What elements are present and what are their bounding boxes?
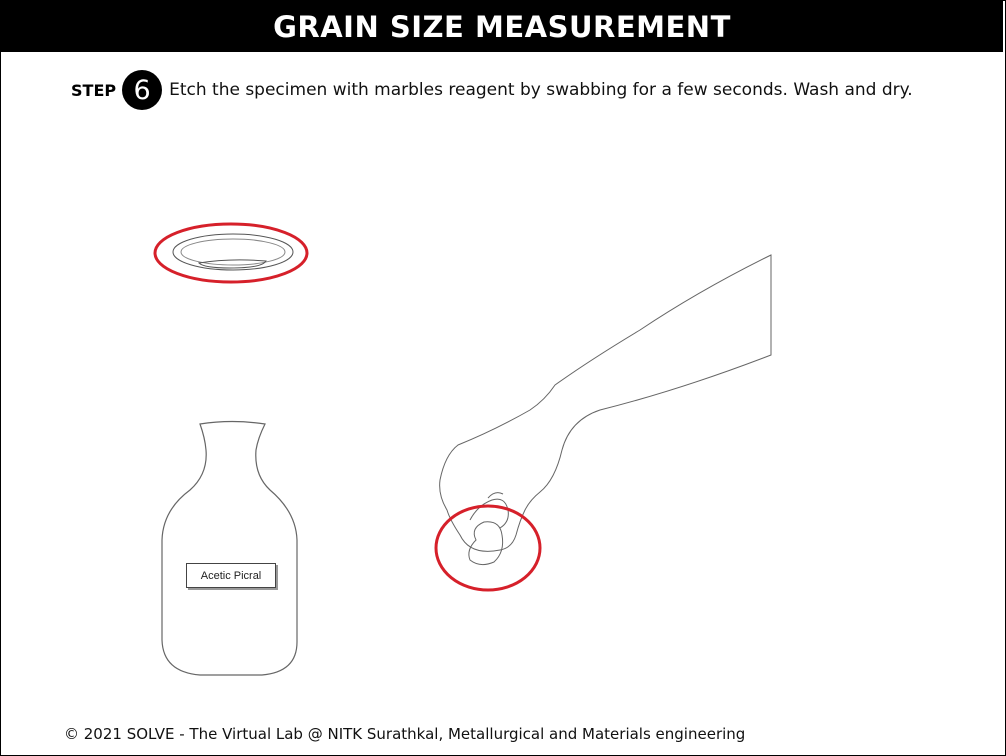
footer-copyright: © 2021 SOLVE - The Virtual Lab @ NITK Su… [64, 725, 746, 743]
page-title: GRAIN SIZE MEASUREMENT [273, 9, 731, 44]
reagent-bottle[interactable] [161, 420, 298, 676]
step-text: Etch the specimen with marbles reagent b… [169, 80, 913, 100]
bottle-label: Acetic Picral [186, 563, 276, 588]
specimen-highlight-circle [153, 222, 309, 284]
step-number-badge: 6 [122, 70, 163, 110]
swab-highlight-circle [434, 504, 542, 592]
step-instruction: STEP 6 Etch the specimen with marbles re… [71, 70, 913, 110]
title-bar: GRAIN SIZE MEASUREMENT [1, 1, 1003, 52]
step-label: STEP [71, 80, 117, 100]
specimen-dish[interactable] [172, 233, 294, 271]
swab-cotton[interactable] [468, 492, 509, 566]
hand-arm [439, 254, 772, 552]
